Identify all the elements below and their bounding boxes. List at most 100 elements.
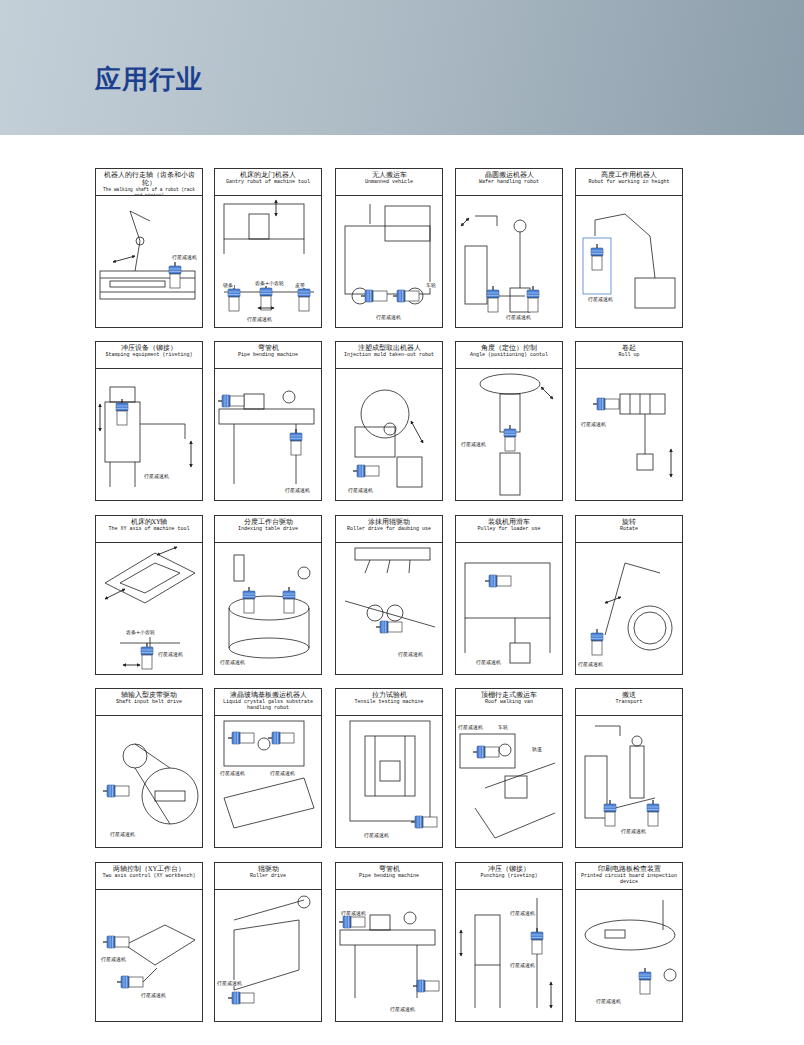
part-label: 齿条+小齿轮	[254, 280, 285, 286]
panel-heading: 顶棚行走式搬运车Roof walking van	[456, 689, 562, 716]
line-art	[135, 462, 136, 487]
reducer-symbol	[473, 746, 499, 758]
panel-title: 高度工作用机器人	[578, 171, 680, 179]
line-art	[110, 462, 111, 487]
reducer-symbol	[361, 290, 387, 302]
line-art	[595, 214, 625, 220]
panel-title: 旋转	[578, 518, 680, 526]
line-art	[229, 596, 309, 620]
application-panel: 弯管机Pipe bending machine	[214, 341, 322, 501]
line-art	[515, 618, 516, 643]
panel-heading: 两轴控制（XY工作台）Two axis control (XY workbenc…	[96, 863, 202, 890]
part-label: 行星减速机	[140, 992, 167, 998]
panel-title: 涂抹用辊驱动	[338, 518, 440, 526]
line-art	[234, 920, 299, 990]
application-panel: 搬送Transport	[575, 688, 683, 848]
line-art	[475, 808, 495, 838]
illustration	[224, 200, 314, 311]
line-art	[635, 278, 675, 308]
line-art	[234, 424, 235, 484]
line-art	[625, 563, 660, 573]
application-panel: 辊驱动Roller drive	[214, 862, 322, 1022]
illustration	[229, 555, 310, 658]
application-panel: 机器人的行走轴（齿条和小齿轮）The walking shaft of a ro…	[95, 168, 203, 328]
panel-title: 拉力试验机	[338, 691, 440, 699]
reducer-symbol	[393, 290, 419, 302]
panel-heading: 液晶玻璃基板搬运机器人Liquid crystal galss substrat…	[215, 689, 321, 716]
panel-heading: 注塑成型取出机器人Injection mold taken-out robot	[336, 342, 442, 369]
reducer-symbol	[268, 732, 294, 744]
line-art	[370, 204, 371, 224]
panel-title: 轴输入型皮带驱动	[98, 691, 200, 699]
illustration	[460, 734, 555, 838]
line-art	[475, 965, 476, 1008]
line-art	[595, 726, 620, 727]
panel-subtitle: Pipe bending machine	[338, 873, 440, 879]
reducer-symbol	[591, 629, 603, 655]
line-art	[460, 734, 515, 768]
panel-title: 顶棚行走式搬运车	[458, 691, 560, 699]
line-art	[650, 236, 655, 278]
illustration	[103, 744, 198, 824]
line-art	[298, 567, 310, 579]
line-art	[125, 925, 195, 965]
application-panel: 晶圆搬运机器人Wafer handling robot	[455, 168, 563, 328]
panel-title: 液晶玻璃基板搬运机器人	[217, 691, 319, 699]
reducer-symbol	[243, 587, 255, 613]
panel-heading: 印刷电路板检查装置Printed circuit board inspectio…	[576, 863, 682, 890]
panel-subtitle: Roller drive	[217, 873, 319, 879]
line-art	[500, 394, 520, 432]
part-label: 行星减速机	[397, 651, 424, 657]
line-art	[605, 930, 625, 938]
part-label: 行星减速机	[340, 910, 367, 916]
panel-subtitle: Pulley for loader use	[458, 526, 560, 532]
reducer-symbol	[116, 399, 128, 425]
application-panel: 分度工作台驱动Indexing table drive	[214, 515, 322, 675]
line-art	[551, 982, 552, 1008]
part-label: 行星减速机	[216, 980, 243, 986]
line-art	[380, 761, 400, 781]
part-label: 行星减速机	[620, 828, 647, 834]
application-panel: 拉力试验机Tensile testing machine	[335, 688, 443, 848]
part-label: 行星减速机	[246, 316, 273, 322]
part-label: 行星减速机	[460, 441, 487, 447]
illustration	[480, 374, 553, 495]
panel-subtitle: Shaft input belt drive	[98, 699, 200, 705]
panel-heading: 冲压设备（铆接）Stamping equipment (riveting)	[96, 342, 202, 369]
line-art	[640, 394, 641, 414]
line-art	[475, 915, 500, 965]
line-art	[510, 643, 530, 663]
line-art	[404, 912, 416, 924]
panel-title: 弯管机	[338, 865, 440, 873]
application-panel: 轴输入型皮带驱动Shaft input belt drive	[95, 688, 203, 848]
line-art	[497, 216, 498, 226]
panel-subtitle: Robot for working in height	[578, 179, 680, 185]
part-label: 行星减速机	[509, 910, 536, 916]
panel-subtitle: Pipe bending machine	[217, 352, 319, 358]
panel-title: 机床的龙门机器人	[217, 171, 319, 179]
illustration	[593, 394, 671, 477]
panel-heading: 弯管机Pipe bending machine	[215, 342, 321, 369]
panel-heading: 装载机用滑车Pulley for loader use	[456, 516, 562, 543]
illustration	[461, 898, 551, 1008]
line-art	[480, 374, 540, 394]
part-label: 行星减速机	[269, 770, 296, 776]
line-art	[620, 726, 621, 736]
part-label: 行星减速机	[375, 314, 402, 320]
application-panel: 旋转Rotate	[575, 515, 683, 675]
line-art	[409, 560, 410, 573]
part-label: 行星减速机	[219, 659, 246, 665]
line-art	[461, 930, 462, 956]
panel-title: 角度（定位）控制	[458, 344, 560, 352]
reducer-symbol	[228, 992, 254, 1004]
line-art	[304, 239, 305, 254]
panel-heading: 卷起Roll up	[576, 342, 682, 369]
reducer-symbol	[103, 936, 129, 948]
panel-subtitle: Angle (positioning) contol	[458, 352, 560, 358]
panel-subtitle: Printed circuit board inspection device	[578, 873, 680, 885]
reducer-symbol	[353, 465, 379, 477]
panel-subtitle: Roof walking van	[458, 699, 560, 705]
part-label: 行星减速机	[171, 254, 198, 260]
application-panel: 冲压（铆接）Punching (riveting)	[455, 862, 563, 1022]
